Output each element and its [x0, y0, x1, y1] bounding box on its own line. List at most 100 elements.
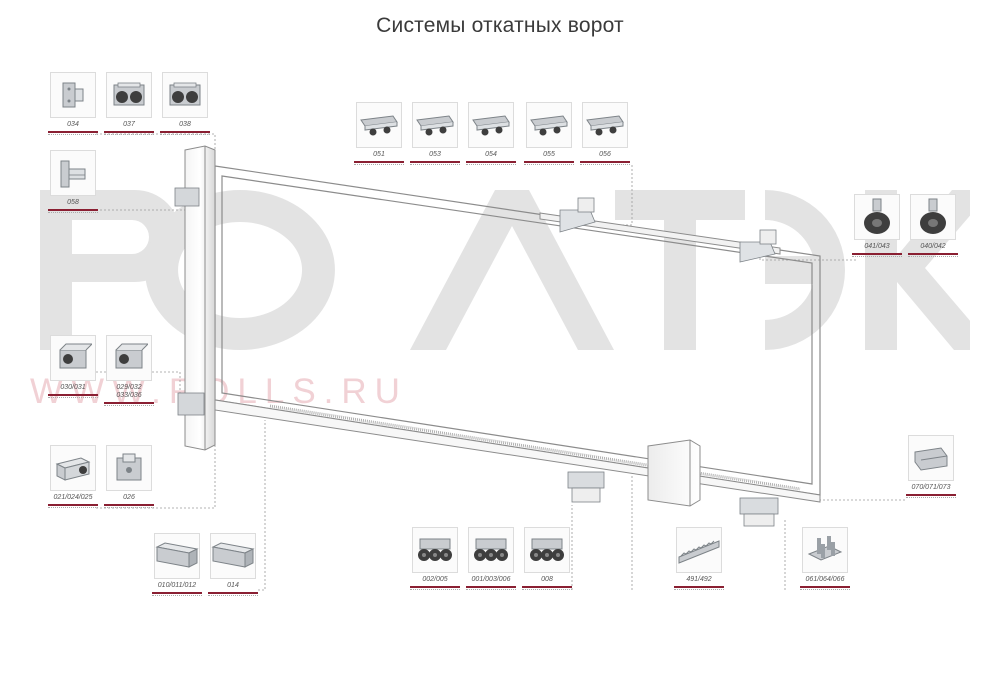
- part-underline: [674, 586, 724, 588]
- part-underline: [104, 131, 154, 133]
- part-dotted-line: [906, 497, 956, 498]
- roller-icon: [854, 194, 900, 240]
- part-code: 041/043: [864, 243, 890, 250]
- part-item: 038: [160, 72, 210, 135]
- part-underline: [906, 494, 956, 496]
- part-item: 008: [522, 527, 572, 590]
- motor-box: [647, 439, 701, 507]
- part-dotted-line: [852, 256, 902, 257]
- part-underline: [48, 394, 98, 396]
- post-brackets: [174, 187, 205, 416]
- catcher-icon: [50, 335, 96, 381]
- part-code: 021/024/025: [53, 494, 93, 501]
- carriage-icon: [468, 527, 514, 573]
- part-item: 054: [466, 102, 516, 165]
- top-guide-icon: [526, 102, 572, 148]
- part-item: 055: [524, 102, 574, 165]
- part-dotted-line: [104, 134, 154, 135]
- leader-lines: [96, 133, 905, 591]
- part-item: 034: [48, 72, 98, 135]
- part-item: 010/011/012: [152, 533, 202, 596]
- part-dotted-line: [410, 164, 460, 165]
- part-code: 055: [543, 151, 555, 158]
- top-guide-icon: [582, 102, 628, 148]
- part-code: 001/003/006: [471, 576, 511, 583]
- rail-profile-icon: [210, 533, 256, 579]
- part-dotted-line: [152, 595, 202, 596]
- gate-post: [184, 145, 216, 451]
- part-item: 001/003/006: [466, 527, 516, 590]
- end-cap-icon: [50, 445, 96, 491]
- part-underline: [466, 161, 516, 163]
- part-underline: [522, 586, 572, 588]
- part-item: 051: [354, 102, 404, 165]
- part-dotted-line: [208, 595, 258, 596]
- part-dotted-line: [524, 164, 574, 165]
- wall-bracket-icon: [50, 150, 96, 196]
- top-guide-icon: [468, 102, 514, 148]
- part-underline: [48, 209, 98, 211]
- part-code: 040/042: [920, 243, 946, 250]
- part-code: 010/011/012: [157, 582, 197, 589]
- top-guide-icon: [412, 102, 458, 148]
- part-dotted-line: [466, 164, 516, 165]
- part-code: 054: [485, 151, 497, 158]
- roller-bracket-icon: [162, 72, 208, 118]
- part-dotted-line: [160, 134, 210, 135]
- part-dotted-line: [674, 589, 724, 590]
- carriage-icon: [412, 527, 458, 573]
- part-code: 058: [67, 199, 79, 206]
- gear-rack-icon: [676, 527, 722, 573]
- part-dotted-line: [522, 589, 572, 590]
- part-item: 030/031: [48, 335, 98, 398]
- part-item: 014: [208, 533, 258, 596]
- part-item: 070/071/073: [906, 435, 956, 498]
- part-item: 491/492: [674, 527, 724, 590]
- part-dotted-line: [48, 134, 98, 135]
- part-dotted-line: [466, 589, 516, 590]
- part-item: 056: [580, 102, 630, 165]
- bottom-beam: [214, 399, 821, 503]
- end-plate-icon: [106, 445, 152, 491]
- part-dotted-line: [908, 256, 958, 257]
- part-dotted-line: [410, 589, 460, 590]
- part-dotted-line: [580, 164, 630, 165]
- end-roller-icon: [908, 435, 954, 481]
- part-item: 002/005: [410, 527, 460, 590]
- part-dotted-line: [104, 405, 154, 406]
- part-code: 053: [429, 151, 441, 158]
- part-code: 061/064/066: [805, 576, 845, 583]
- part-dotted-line: [48, 397, 98, 398]
- part-item: 037: [104, 72, 154, 135]
- part-item: 053: [410, 102, 460, 165]
- part-item: 041/043: [852, 194, 902, 257]
- part-underline: [800, 586, 850, 588]
- part-code: 014: [227, 582, 239, 589]
- roller-icon: [910, 194, 956, 240]
- part-item: 058: [48, 150, 98, 213]
- part-underline: [104, 504, 154, 506]
- carriage-icon: [524, 527, 570, 573]
- part-code: 030/031: [60, 384, 86, 391]
- part-dotted-line: [354, 164, 404, 165]
- part-code: 026: [123, 494, 135, 501]
- part-underline: [410, 161, 460, 163]
- part-underline: [410, 586, 460, 588]
- part-dotted-line: [48, 212, 98, 213]
- part-dotted-line: [48, 507, 98, 508]
- rail-profile-icon: [154, 533, 200, 579]
- part-underline: [466, 586, 516, 588]
- bottom-carriages: [567, 471, 779, 527]
- part-code: 491/492: [686, 576, 712, 583]
- part-underline: [160, 131, 210, 133]
- catcher-icon: [106, 335, 152, 381]
- top-guide-units: [559, 197, 777, 263]
- top-guide-icon: [356, 102, 402, 148]
- base-plate-icon: [802, 527, 848, 573]
- part-underline: [104, 402, 154, 404]
- part-code: 008: [541, 576, 553, 583]
- top-rail: [539, 212, 781, 255]
